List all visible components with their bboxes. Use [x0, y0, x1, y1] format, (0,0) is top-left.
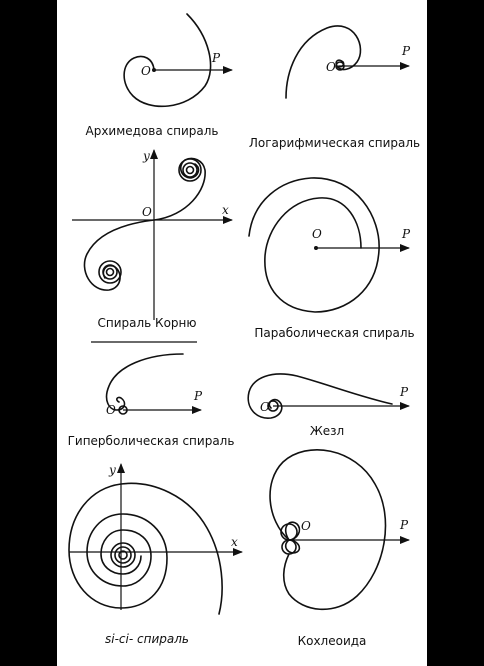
cochleoid-figure: O P [269, 449, 410, 611]
lituus-caption: Жезл [309, 424, 345, 438]
cornu-caption: Спираль Корню [97, 316, 197, 330]
sici-spiral-curve [68, 482, 223, 615]
sici-spiral-coil-1 [110, 542, 136, 568]
sici-spiral-figure: x y [68, 463, 243, 615]
cornu-x-axis-label: x [222, 203, 229, 217]
lituus-ray-label: P [399, 385, 409, 399]
cornu-origin-label: O [142, 205, 152, 219]
logarithmic-caption: Логарифмическая спираль [248, 136, 421, 150]
parabolic-spiral-curve [248, 177, 380, 313]
cornu-upper-coil-1 [178, 158, 202, 182]
sici-x-axis-label: x [231, 535, 238, 549]
parabolic-ray-label: P [401, 227, 411, 241]
lituus-figure: O P [247, 373, 410, 419]
cornu-y-axis-label: y [142, 149, 150, 163]
hyperbolic-origin-label: O [106, 403, 116, 417]
parabolic-pole-point [314, 246, 318, 250]
cornu-lower-coil-3 [105, 267, 115, 277]
archimedes-spiral-curve [123, 13, 212, 108]
hyperbolic-spiral-figure: O P [91, 341, 203, 417]
lituus-origin-label: O [260, 400, 270, 414]
parabolic-spiral-figure: O P [248, 177, 411, 313]
archimedes-pole-point [152, 68, 156, 72]
cornu-upper-coil-3 [185, 165, 195, 175]
logarithmic-ray-label: P [401, 44, 411, 58]
cornu-spiral-figure: O x y [72, 149, 233, 320]
cornu-lower-coil-1 [98, 260, 122, 284]
cochleoid-ray-label: P [399, 518, 409, 532]
cochleoid-caption: Кохлеоида [297, 634, 367, 648]
spirals-drawing: O P O P O x y O P O P [68, 13, 411, 615]
logarithmic-spiral-curve [285, 25, 362, 99]
spirals-plate: O P O P O x y O P O P [57, 0, 427, 666]
cochleoid-small-loop-top [280, 523, 298, 541]
cornu-upper-coil-2 [182, 162, 198, 178]
cochleoid-outer-curve [269, 449, 387, 611]
cochleoid-inner-loops [284, 521, 301, 554]
parabolic-caption: Параболическая спираль [254, 326, 415, 340]
hyperbolic-ray-label: P [193, 389, 203, 403]
hyperbolic-spiral-curve [105, 353, 184, 411]
hyperbolic-caption: Гиперболическая спираль [67, 434, 235, 448]
sici-caption: si-ci- спираль [105, 632, 189, 646]
parabolic-origin-label: O [312, 227, 322, 241]
sici-spiral-coil-3 [118, 550, 128, 560]
logarithmic-origin-label: O [326, 60, 336, 74]
archimedes-ray-label: P [211, 51, 221, 65]
cochleoid-origin-label: O [301, 519, 311, 533]
cornu-lower-coil-2 [102, 264, 118, 280]
logarithmic-spiral-figure: O P [285, 25, 411, 99]
archimedes-origin-label: O [141, 64, 151, 78]
sici-spiral-coil-2 [114, 546, 132, 564]
sici-y-axis-label: y [108, 463, 116, 477]
lituus-curve [247, 373, 393, 419]
archimedes-spiral-figure: O P [123, 13, 233, 108]
archimedes-caption: Архимедова спираль [85, 124, 219, 138]
